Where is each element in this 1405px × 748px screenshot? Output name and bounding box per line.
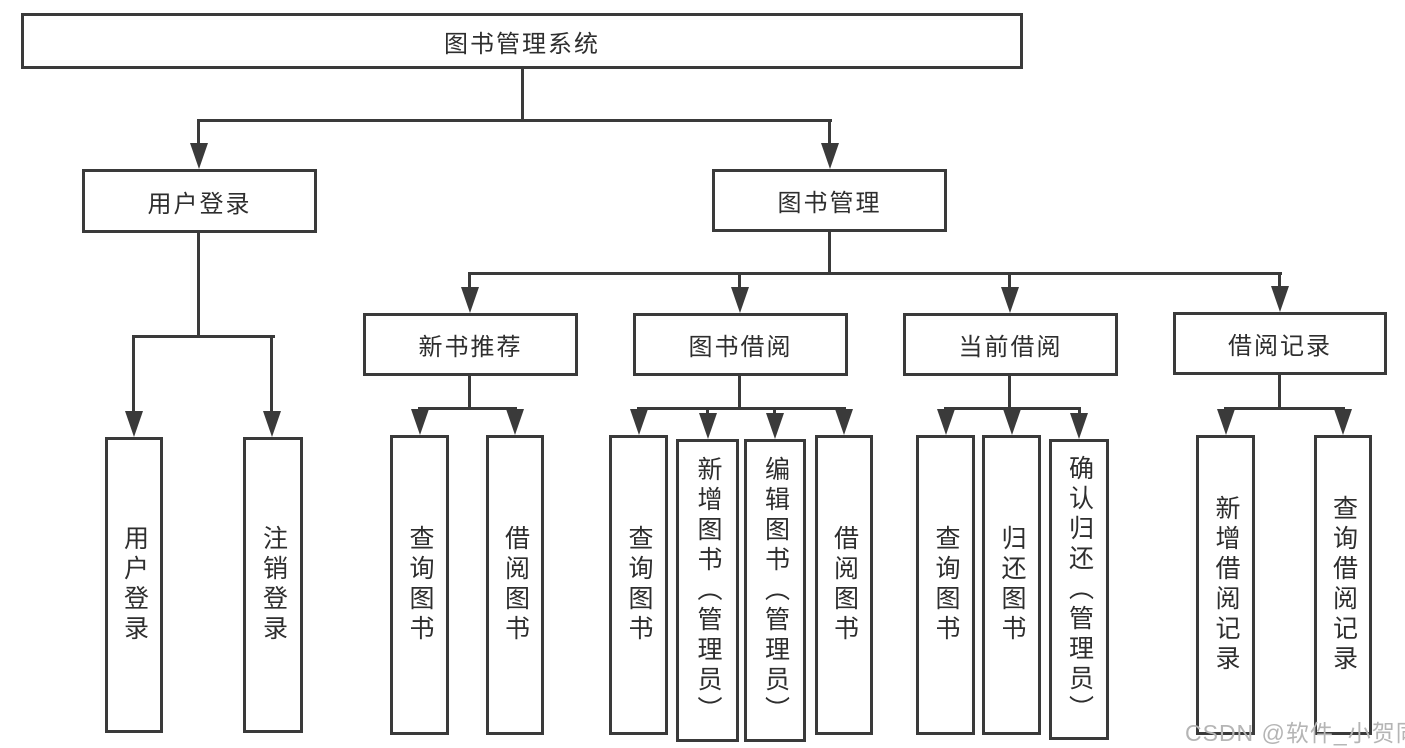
leaf-edit-books-admin: 编辑图书（管理员）: [744, 439, 806, 742]
edge-stem: [1278, 275, 1281, 289]
arrowhead-to-leaf: [1070, 413, 1088, 439]
node-label: 借阅记录: [1228, 333, 1332, 360]
leaf-query-books: 查询图书: [390, 435, 449, 735]
arrowhead-to-login-leaf: [125, 411, 143, 437]
edge-borrow-stem: [738, 376, 741, 410]
edge-current-stem: [1008, 376, 1011, 410]
leaf-add-books-admin: 新增图书（管理员）: [676, 439, 739, 742]
leaf-label: 归还图书: [998, 525, 1026, 645]
leaf-return-books: 归还图书: [982, 435, 1041, 735]
arrowhead-to-leaf: [411, 409, 429, 435]
leaf-label: 查询图书: [625, 525, 653, 645]
edge-level3-rail: [468, 272, 1282, 275]
node-current-borrowing: 当前借阅: [903, 313, 1118, 376]
arrowhead-to-book-mgmt: [821, 143, 839, 169]
arrowhead-to-leaf: [699, 413, 717, 439]
csdn-watermark: CSDN @软件_小贺同学: [1185, 720, 1405, 746]
arrowhead-to-leaf: [766, 413, 784, 439]
edge-stem: [132, 338, 135, 413]
leaf-confirm-return-admin: 确认归还（管理员）: [1049, 439, 1109, 740]
node-borrow-records: 借阅记录: [1173, 312, 1387, 375]
leaf-user-login: 用户登录: [105, 437, 163, 733]
leaf-query-books: 查询图书: [609, 435, 668, 735]
node-label: 当前借阅: [958, 334, 1063, 361]
leaf-label: 编辑图书（管理员）: [761, 455, 790, 726]
node-label: 图书借阅: [688, 334, 793, 361]
leaf-label: 确认归还（管理员）: [1065, 454, 1094, 725]
leaf-borrow-books: 借阅图书: [815, 435, 873, 735]
node-book-borrowing: 图书借阅: [633, 313, 848, 376]
leaf-borrow-books: 借阅图书: [486, 435, 544, 735]
node-label: 图书管理系统: [444, 30, 600, 58]
leaf-label: 用户登录: [120, 525, 149, 645]
node-user-login: 用户登录: [82, 169, 317, 233]
node-book-management: 图书管理: [712, 169, 947, 232]
leaf-query-borrow-record: 查询借阅记录: [1314, 435, 1372, 735]
leaf-label: 查询图书: [406, 525, 434, 645]
arrowhead-to-leaf: [835, 409, 853, 435]
edge-root-stem: [521, 69, 524, 122]
arrowhead-to-leaf: [937, 409, 955, 435]
leaf-label: 查询借阅记录: [1329, 495, 1358, 675]
edge-new-rec-stem: [468, 376, 471, 410]
leaf-label: 借阅图书: [830, 525, 859, 645]
edge-stem: [1008, 275, 1011, 289]
leaf-label: 新增图书（管理员）: [694, 455, 722, 726]
arrowhead-to-new-rec: [461, 287, 479, 313]
node-label: 图书管理: [777, 190, 882, 217]
leaf-query-books: 查询图书: [916, 435, 975, 735]
edge-borrow-rail: [637, 407, 846, 410]
node-label: 用户登录: [147, 190, 252, 218]
node-new-book-recommend: 新书推荐: [363, 313, 578, 376]
leaf-label: 查询图书: [932, 525, 960, 645]
arrowhead-to-leaf: [630, 409, 648, 435]
leaf-label: 注销登录: [259, 525, 288, 645]
arrowhead-to-borrow: [731, 287, 749, 313]
edge-records-rail: [1224, 407, 1345, 410]
edge-new-rec-rail: [418, 407, 517, 410]
edge-stem: [270, 338, 273, 413]
leaf-label: 新增借阅记录: [1212, 495, 1240, 675]
leaf-label: 借阅图书: [501, 525, 530, 645]
edge-stem: [738, 275, 741, 289]
edge-stem: [468, 275, 471, 289]
edge-book-mgmt-stem: [828, 232, 831, 275]
edge-level2-rail: [197, 119, 832, 122]
arrowhead-to-current: [1001, 287, 1019, 313]
arrowhead-to-user-login: [190, 143, 208, 169]
arrowhead-to-leaf: [1003, 409, 1021, 435]
leaf-logout: 注销登录: [243, 437, 303, 733]
arrowhead-to-leaf: [1217, 409, 1235, 435]
edge-stem: [828, 122, 831, 146]
arrowhead-to-leaf: [1334, 409, 1352, 435]
node-label: 新书推荐: [418, 334, 523, 361]
edge-current-rail: [944, 407, 1081, 410]
edge-user-login-stem: [197, 233, 200, 338]
arrowhead-to-logout-leaf: [263, 411, 281, 437]
leaf-add-borrow-record: 新增借阅记录: [1196, 435, 1255, 735]
edge-user-login-rail: [132, 335, 275, 338]
edge-stem: [197, 122, 200, 146]
arrowhead-to-records: [1271, 286, 1289, 312]
node-library-system: 图书管理系统: [21, 13, 1023, 69]
arrowhead-to-leaf: [506, 409, 524, 435]
edge-records-stem: [1278, 375, 1281, 410]
